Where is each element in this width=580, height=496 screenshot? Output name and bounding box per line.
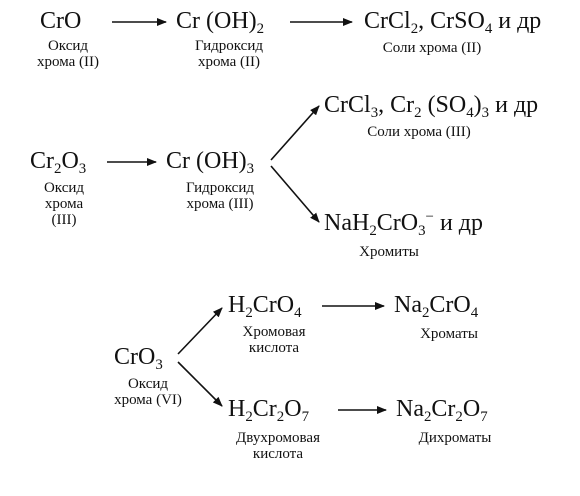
caption-h2cro4: Хромовая кислота [242,324,306,356]
arrow-croh3-to-chromite [270,165,320,223]
arrow-cro3-to-h2cr2o7 [177,361,223,407]
arrow-croh3-to-salts3 [270,105,320,161]
caption-na2cro4: Хроматы [420,326,478,342]
formula-cro: CrO [40,8,82,34]
formula-salts-cr3: CrCl3, Cr2 (SO4)3 и др [324,92,539,122]
formula-na2cro4: Na2CrO4 [394,292,479,322]
caption-cro3: Оксид хрома (VI) [114,376,182,408]
caption-croh2: Гидроксид хрома (II) [195,38,263,70]
formula-na2cr2o7: Na2Cr2O7 [396,396,488,426]
caption-croh3: Гидроксид хрома (III) [186,180,254,212]
caption-na2cr2o7: Дихроматы [418,430,492,446]
caption-h2cr2o7: Двухромовая кислота [236,430,320,462]
formula-h2cr2o7: H2Cr2O7 [228,396,309,426]
caption-cr2o3: Оксид хрома (III) [43,180,85,228]
caption-cro: Оксид хрома (II) [37,38,99,70]
formula-croh3: Cr (OH)3 [166,148,255,178]
formula-h2cro4: H2CrO4 [228,292,302,322]
formula-chromite: NaH2CrO3− и др [324,209,483,240]
arrow-cro3-to-h2cro4 [177,307,223,355]
formula-salts-cr2: CrCl2, CrSO4 и др [364,8,542,38]
caption-salts-cr3: Соли хрома (III) [367,124,471,140]
caption-salts-cr2: Соли хрома (II) [382,40,482,56]
formula-cro3: CrO3 [114,344,163,374]
caption-chromite: Хромиты [359,244,419,260]
formula-cr2o3: Cr2O3 [30,148,87,178]
formula-croh2: Cr (OH)2 [176,8,265,38]
